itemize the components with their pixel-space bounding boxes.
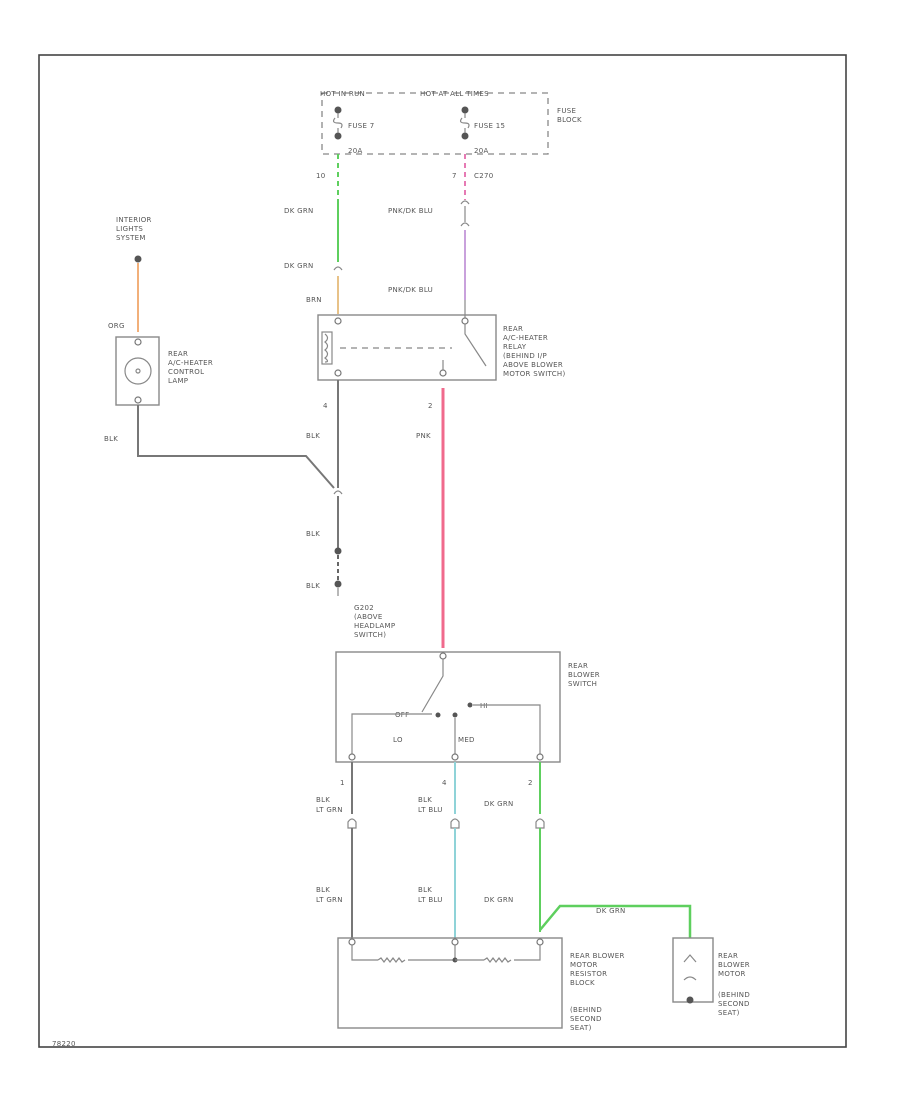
control-lamp-box bbox=[115, 336, 160, 406]
relay-pin-2: 2 bbox=[428, 402, 433, 410]
switch-output-circuits: 1 4 2 BLK LT GRN BLK LT GRN BLK LT BLU B… bbox=[316, 762, 692, 938]
relay-label-2: A/C-HEATER bbox=[503, 334, 548, 342]
wire-label-blk-lt-blu-1b: LT BLU bbox=[418, 806, 443, 814]
control-lamp-label-2: A/C-HEATER bbox=[168, 359, 213, 367]
wire-label-org: ORG bbox=[108, 322, 125, 330]
motor-label-3: MOTOR bbox=[718, 970, 746, 978]
control-lamp-label-4: LAMP bbox=[168, 377, 188, 385]
blower-motor-box bbox=[672, 937, 714, 1003]
motor-label-5: SECOND bbox=[718, 1000, 750, 1008]
wire-label-brn: BRN bbox=[306, 296, 322, 304]
ground-label-4: SWITCH) bbox=[354, 631, 386, 639]
relay-to-switch-circuit: 2 PNK bbox=[416, 388, 445, 648]
resistor-block-label-7: SEAT) bbox=[570, 1024, 592, 1032]
relay-label-3: RELAY bbox=[503, 343, 527, 351]
fuse-15-label: FUSE 15 bbox=[474, 122, 505, 130]
switch-hi-label: HI bbox=[480, 702, 488, 710]
resistor-block-label-4: BLOCK bbox=[570, 979, 595, 987]
fuse-block-label-2: BLOCK bbox=[557, 116, 582, 124]
blower-switch: REAR BLOWER SWITCH OFF HI LO MED bbox=[335, 651, 600, 763]
blower-switch-label-2: BLOWER bbox=[568, 671, 600, 679]
relay-label-1: REAR bbox=[503, 325, 523, 333]
resistor-block-label-2: MOTOR bbox=[570, 961, 598, 969]
fuse-15-pin: 7 bbox=[452, 172, 457, 180]
motor-label-4: (BEHIND bbox=[718, 991, 750, 999]
resistor-block-label-6: SECOND bbox=[570, 1015, 602, 1023]
wire-label-blk-3: BLK bbox=[306, 582, 320, 590]
blower-switch-box bbox=[335, 651, 561, 763]
fuse-15-rating: 20A bbox=[474, 147, 489, 155]
wire-label-pnk-blu-2: PNK/DK BLU bbox=[388, 286, 433, 294]
wire-label-blk-lt-blu-2b: LT BLU bbox=[418, 896, 443, 904]
relay-label-6: MOTOR SWITCH) bbox=[503, 370, 566, 378]
blower-motor: REAR BLOWER MOTOR (BEHIND SECOND SEAT) bbox=[672, 937, 750, 1017]
relay-box bbox=[317, 314, 497, 381]
fuse-block: HOT IN RUN HOT AT ALL TIMES FUSE BLOCK F… bbox=[320, 90, 582, 155]
wire-label-blk-lt-blu-1a: BLK bbox=[418, 796, 432, 804]
switch-pin-4: 4 bbox=[442, 779, 447, 787]
wire-label-dk-grn-2: DK GRN bbox=[284, 262, 314, 270]
wire-label-pnk-blu-1: PNK/DK BLU bbox=[388, 207, 433, 215]
switch-lo-label: LO bbox=[393, 736, 403, 744]
switch-off-label: OFF bbox=[395, 711, 409, 719]
wire-label-dk-grn-motor: DK GRN bbox=[596, 907, 626, 915]
ground-label-1: G202 bbox=[354, 604, 374, 612]
wire-label-dk-grn-3: DK GRN bbox=[484, 800, 514, 808]
fuse-15-connector: C270 bbox=[474, 172, 493, 180]
interior-lights-label-1: INTERIOR bbox=[116, 216, 152, 224]
switch-pin-2: 2 bbox=[528, 779, 533, 787]
ground-label-3: HEADLAMP bbox=[354, 622, 395, 630]
resistor-block-label-5: (BEHIND bbox=[570, 1006, 602, 1014]
wire-label-blk-relay: BLK bbox=[306, 432, 320, 440]
motor-label-1: REAR bbox=[718, 952, 738, 960]
wire-label-blk-lamp: BLK bbox=[104, 435, 118, 443]
hot-in-run-label: HOT IN RUN bbox=[320, 90, 365, 98]
hot-at-all-times-label: HOT AT ALL TIMES bbox=[420, 90, 489, 98]
fuse-7-label: FUSE 7 bbox=[348, 122, 375, 130]
blower-switch-label-1: REAR bbox=[568, 662, 588, 670]
relay: REAR A/C-HEATER RELAY (BEHIND I/P ABOVE … bbox=[317, 314, 566, 381]
wire-label-blk-lt-grn-2b: LT GRN bbox=[316, 896, 343, 904]
fuse-15-circuit: 7 C270 PNK/DK BLU PNK/DK BLU bbox=[388, 154, 493, 318]
wire-label-pnk: PNK bbox=[416, 432, 431, 440]
resistor-block-label-1: REAR BLOWER bbox=[570, 952, 625, 960]
wire-label-blk-lt-grn-1a: BLK bbox=[316, 796, 330, 804]
wire-label-dk-grn-1: DK GRN bbox=[284, 207, 314, 215]
wire-label-blk-lt-blu-2a: BLK bbox=[418, 886, 432, 894]
interior-lights-label-3: SYSTEM bbox=[116, 234, 146, 242]
fuse-7-circuit: 10 DK GRN DK GRN BRN bbox=[284, 154, 343, 314]
resistor-block-label-3: RESISTOR bbox=[570, 970, 607, 978]
fuse-7-rating: 20A bbox=[348, 147, 363, 155]
motor-label-6: SEAT) bbox=[718, 1009, 740, 1017]
switch-med-label: MED bbox=[458, 736, 475, 744]
relay-ground-circuit: 4 BLK BLK BLK G202 (ABOVE HEADLAMP SWITC… bbox=[306, 380, 395, 639]
relay-label-5: ABOVE BLOWER bbox=[503, 361, 563, 369]
wire-label-blk-2: BLK bbox=[306, 530, 320, 538]
fuse-7-pin: 10 bbox=[316, 172, 326, 180]
control-lamp-circuit: INTERIOR LIGHTS SYSTEM ORG REAR A/C-HEAT… bbox=[104, 216, 335, 489]
control-lamp-label-1: REAR bbox=[168, 350, 188, 358]
fuse-block-label-1: FUSE bbox=[557, 107, 576, 115]
switch-pin-1: 1 bbox=[340, 779, 345, 787]
control-lamp-label-3: CONTROL bbox=[168, 368, 204, 376]
ground-label-2: (ABOVE bbox=[354, 613, 383, 621]
blower-switch-label-3: SWITCH bbox=[568, 680, 597, 688]
figure-id: 78220 bbox=[52, 1040, 76, 1048]
resistor-block: REAR BLOWER MOTOR RESISTOR BLOCK (BEHIND… bbox=[337, 937, 625, 1032]
interior-lights-label-2: LIGHTS bbox=[116, 225, 143, 233]
wire-label-dk-grn-4: DK GRN bbox=[484, 896, 514, 904]
relay-label-4: (BEHIND I/P bbox=[503, 352, 547, 360]
motor-label-2: BLOWER bbox=[718, 961, 750, 969]
diagram-frame bbox=[38, 54, 847, 1048]
wire-label-blk-lt-grn-1b: LT GRN bbox=[316, 806, 343, 814]
wire-label-blk-lt-grn-2a: BLK bbox=[316, 886, 330, 894]
resistor-block-box bbox=[337, 937, 563, 1029]
relay-pin-4: 4 bbox=[323, 402, 328, 410]
